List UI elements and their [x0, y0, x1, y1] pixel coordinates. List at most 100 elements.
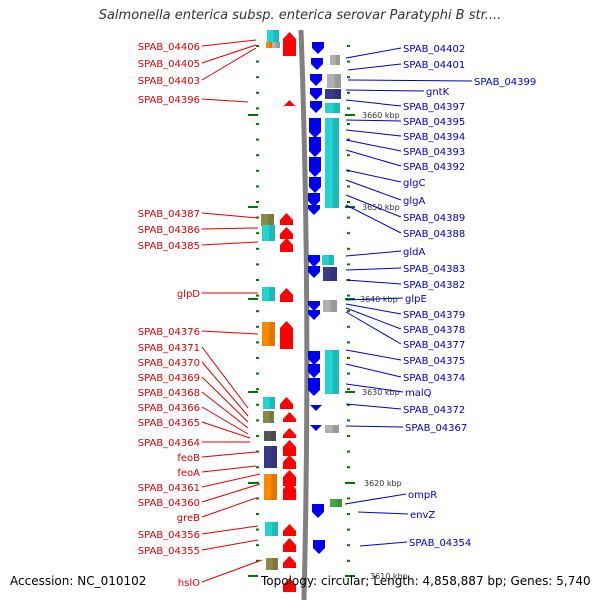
topology-label: Topology: circular; Length: 4,858,887 bp…	[261, 574, 591, 588]
right-tick-dot	[347, 91, 350, 94]
feature-block-shade	[269, 287, 275, 301]
left-tick-dot	[256, 91, 259, 94]
left-tick-dot	[256, 76, 259, 79]
gene-label-greb: greB	[177, 513, 200, 524]
kbp-tick-label: 3630 kbp	[362, 388, 400, 397]
gene-leader-line	[345, 383, 404, 393]
feature-block-shade	[270, 431, 276, 441]
gene-leader-line	[345, 349, 402, 361]
left-tick-dot	[256, 435, 259, 437]
gene-leader-line	[345, 119, 402, 122]
gene-leader-line	[201, 559, 263, 583]
gene-leader-line	[347, 63, 402, 71]
gene-label-glda: gldA	[403, 247, 425, 258]
feature-block	[330, 499, 342, 507]
forward-gene-arrow	[310, 405, 322, 411]
right-tick-dot	[347, 294, 350, 297]
reverse-gene-arrow	[280, 227, 293, 239]
gene-label-hslo: hslO	[178, 578, 200, 589]
feature-block-shade	[269, 42, 272, 48]
gene-label-gntk: gntK	[426, 87, 450, 98]
feature-block	[322, 255, 334, 265]
left-tick-dot	[256, 107, 259, 110]
gene-label-spab-04356: SPAB_04356	[138, 530, 200, 541]
gene-label-feob: feoB	[177, 453, 200, 464]
gene-label-glgc: glgC	[403, 178, 425, 189]
kbp-tick-label: 3650 kbp	[362, 203, 400, 212]
gene-label-glpd: glpD	[177, 289, 200, 300]
gene-leader-line	[201, 98, 249, 103]
gene-leader-line	[345, 403, 402, 410]
left-tick-dot	[256, 341, 259, 344]
feature-block	[325, 350, 339, 394]
left-tick-dot	[256, 169, 259, 172]
forward-gene-arrow	[309, 137, 321, 157]
feature-block	[264, 431, 276, 441]
feature-block-shade	[273, 30, 279, 42]
gene-label-spab-04387: SPAB_04387	[138, 209, 200, 220]
reverse-gene-arrow	[280, 213, 293, 225]
gene-leader-line	[201, 421, 251, 439]
gene-leader-line	[345, 139, 402, 152]
gene-label-spab-04376: SPAB_04376	[138, 327, 200, 338]
gene-label-spab-04378: SPAB_04378	[403, 325, 465, 336]
right-tick-dot	[347, 403, 350, 406]
gene-leader-line	[201, 483, 261, 503]
feature-block-shade	[330, 300, 337, 312]
gene-leader-line	[201, 376, 249, 423]
right-tick-dot	[347, 372, 350, 375]
gene-leader-line	[345, 303, 402, 315]
gene-label-spab-04366: SPAB_04366	[138, 403, 200, 414]
gene-label-spab-04389: SPAB_04389	[403, 213, 465, 224]
feature-block-shade	[271, 474, 277, 500]
left-tick-dot	[256, 123, 259, 125]
right-tick-dot	[347, 388, 350, 391]
forward-gene-arrow	[308, 351, 320, 365]
left-tick-dot	[256, 279, 259, 281]
reverse-gene-arrow	[283, 538, 296, 552]
feature-block-shade	[332, 425, 339, 433]
reverse-gene-arrow	[283, 470, 296, 486]
feature-block	[325, 425, 339, 433]
right-tick-dot	[347, 138, 350, 141]
left-tick-dot	[256, 559, 259, 562]
gene-leader-line	[345, 99, 402, 107]
gene-leader-line	[345, 89, 425, 92]
gene-label-spab-04385: SPAB_04385	[138, 241, 200, 252]
gene-leader-line	[201, 241, 259, 246]
left-tick-dot	[256, 372, 259, 375]
kbp-tick-label: 3640 kbp	[360, 295, 398, 304]
left-tick-dot	[256, 325, 259, 328]
kbp-tick-label: 3620 kbp	[364, 479, 402, 488]
gene-leader-line	[201, 473, 261, 488]
feature-block-shade	[333, 89, 341, 99]
feature-block	[266, 42, 272, 48]
feature-block	[263, 397, 275, 409]
gene-label-spab-04355: SPAB_04355	[138, 546, 200, 557]
reverse-gene-arrow	[280, 238, 293, 252]
gene-label-spab-04405: SPAB_04405	[138, 59, 200, 70]
right-tick-dot	[347, 263, 350, 266]
feature-block	[262, 287, 275, 301]
gene-label-spab-04383: SPAB_04383	[403, 264, 465, 275]
left-tick-dot	[256, 513, 259, 515]
gene-leader-line	[344, 493, 407, 505]
feature-block	[262, 225, 275, 241]
feature-block-shade	[269, 225, 275, 241]
forward-gene-arrow	[310, 425, 322, 431]
reverse-gene-arrow	[280, 321, 293, 349]
left-tick-dot	[256, 232, 259, 235]
gene-leader-line	[201, 497, 257, 518]
forward-gene-arrow	[310, 74, 322, 86]
forward-gene-arrow	[309, 177, 321, 193]
gene-label-feoa: feoA	[177, 468, 200, 479]
feature-block-shade	[335, 55, 340, 65]
gene-leader-line	[345, 169, 402, 183]
gene-label-spab-04369: SPAB_04369	[138, 373, 200, 384]
right-tick-dot	[347, 185, 350, 188]
right-tick-dot	[347, 435, 350, 437]
forward-gene-arrow	[309, 118, 321, 138]
gene-leader-line	[201, 346, 249, 409]
forward-gene-arrow	[308, 266, 320, 278]
